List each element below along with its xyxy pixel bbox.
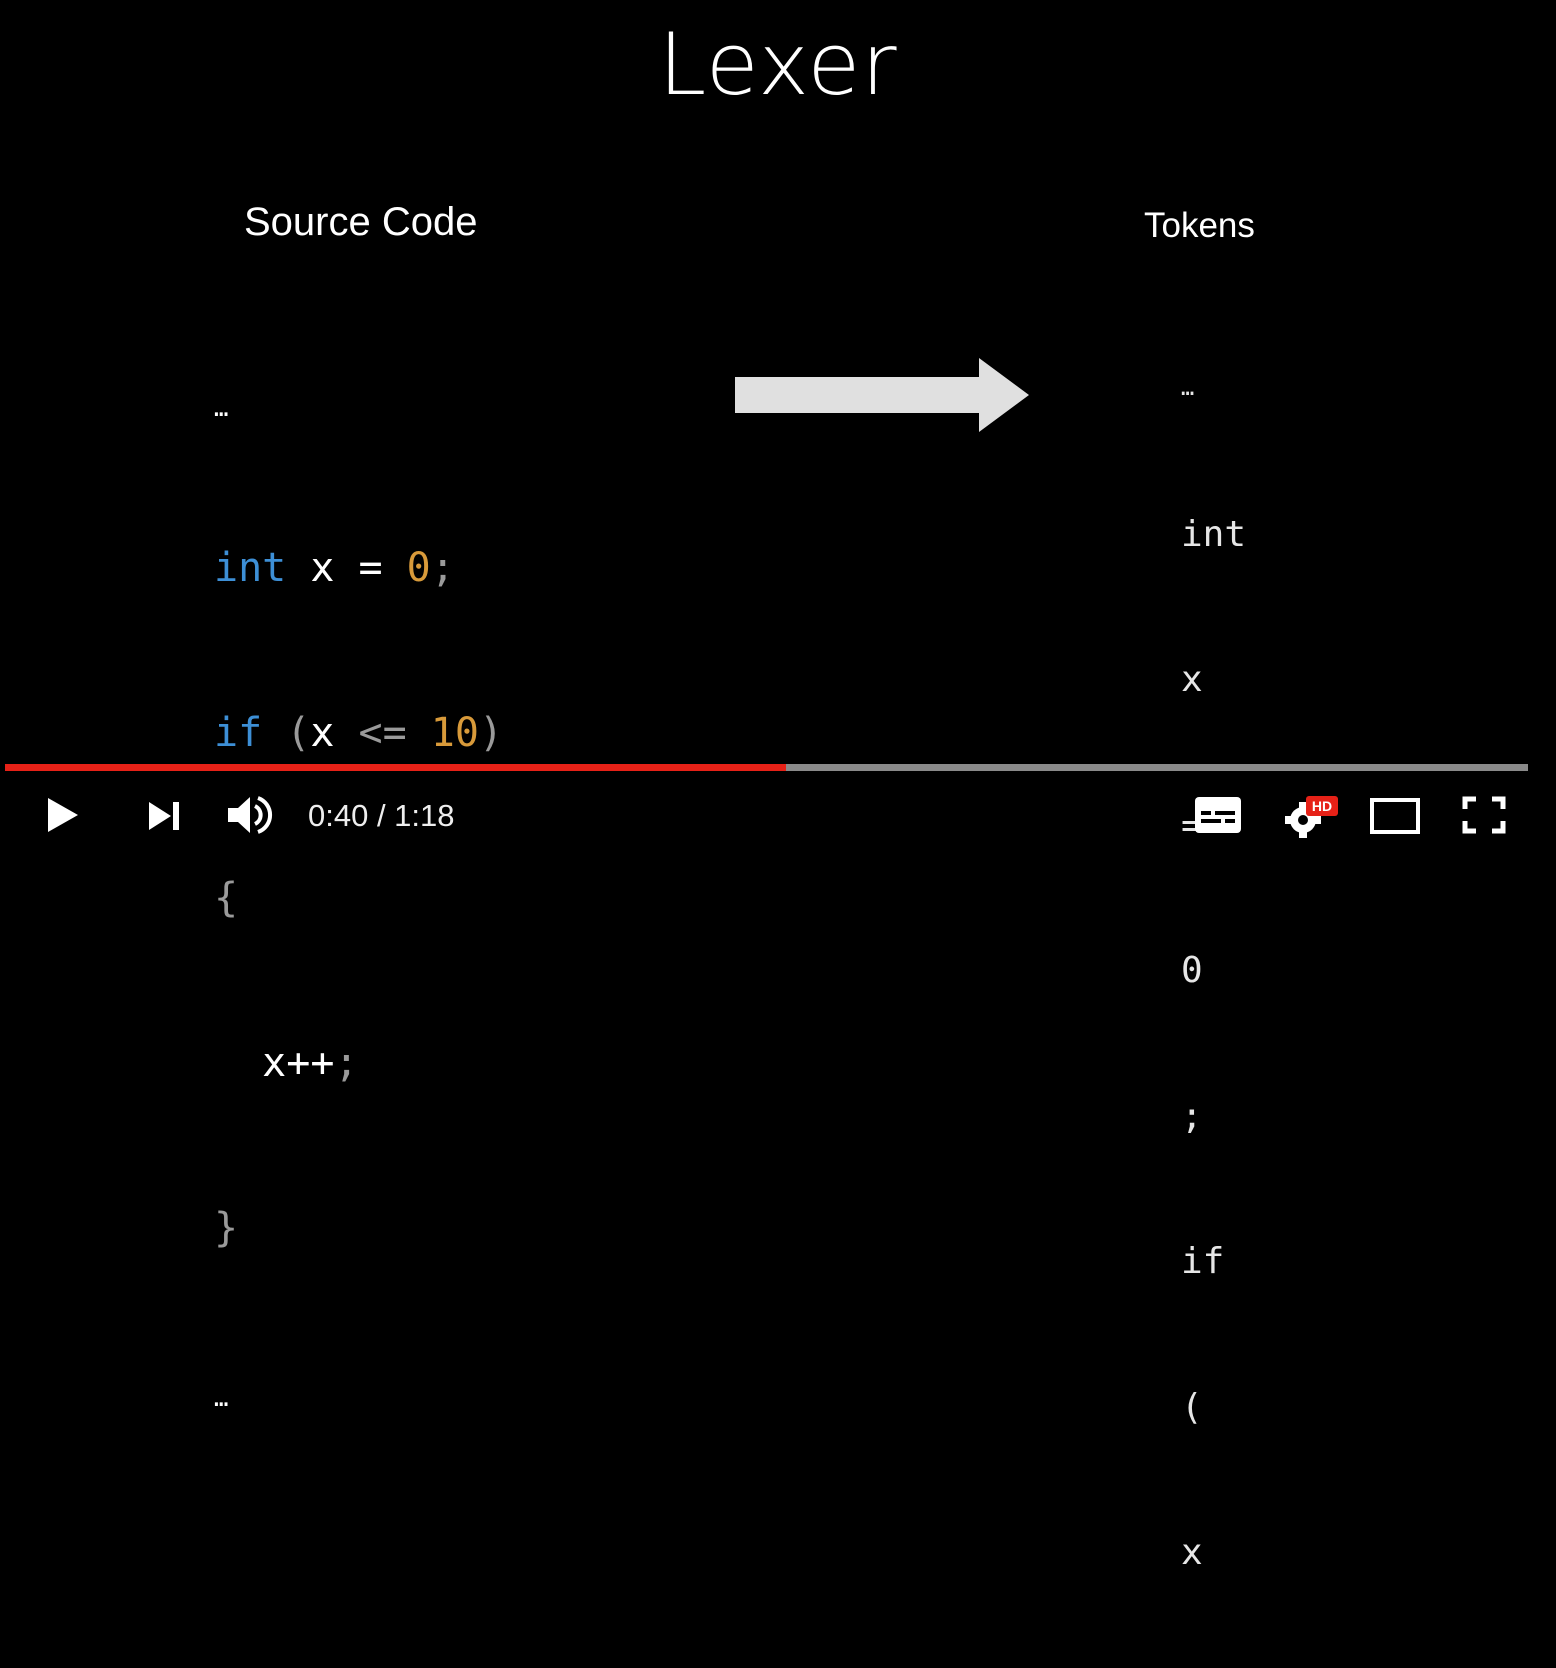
code-ellipsis: …	[214, 394, 229, 422]
right-arrow-icon	[735, 358, 1029, 432]
code-indent	[214, 1040, 262, 1086]
token-item: int	[1181, 513, 1247, 555]
code-brace: }	[214, 1205, 239, 1251]
progress-played	[5, 764, 787, 771]
next-icon[interactable]	[147, 800, 181, 832]
code-line: x++;	[214, 1036, 503, 1091]
tokens-heading: Tokens	[1144, 206, 1255, 245]
code-line: int x = 0;	[214, 541, 503, 596]
code-punctuation: (	[262, 710, 311, 756]
code-text: x++	[262, 1040, 335, 1086]
code-keyword: if	[214, 710, 263, 756]
progress-bar[interactable]	[5, 764, 1528, 771]
player-controls: 0:40 / 1:18 HD	[0, 790, 1556, 838]
token-item: 0	[1181, 950, 1203, 991]
code-punctuation: )	[478, 710, 504, 756]
code-text: x =	[286, 545, 407, 591]
hd-badge: HD	[1306, 796, 1338, 816]
tokens-list: … int x = 0 ; if ( x	[1181, 268, 1268, 1668]
code-operator: <=	[334, 710, 431, 756]
time-display: 0:40 / 1:18	[308, 798, 455, 833]
token-item: ;	[1181, 1095, 1203, 1137]
video-frame[interactable]: Lexer Source Code Tokens … int x = 0; if…	[0, 0, 1556, 1573]
volume-icon[interactable]	[226, 794, 274, 836]
token-item: x	[1181, 1532, 1203, 1573]
code-number: 10	[430, 710, 479, 756]
code-line: }	[214, 1201, 503, 1256]
token-item: x	[1181, 659, 1203, 700]
code-brace: {	[214, 875, 239, 921]
code-punctuation: ;	[334, 1040, 359, 1086]
code-keyword: int	[214, 545, 287, 591]
play-icon[interactable]	[46, 796, 80, 834]
code-ellipsis: …	[214, 1384, 229, 1412]
source-code-block: … int x = 0; if (x <= 10) { x++; } …	[214, 266, 503, 1531]
token-item: …	[1181, 376, 1195, 401]
code-punctuation: ;	[430, 545, 455, 591]
token-item: (	[1181, 1386, 1203, 1428]
slide-title: Lexer	[658, 15, 898, 115]
theater-mode-icon[interactable]	[1370, 798, 1420, 834]
fullscreen-icon[interactable]	[1462, 796, 1506, 834]
code-line: if (x <= 10)	[214, 706, 503, 761]
code-line: {	[214, 871, 503, 926]
code-line: …	[214, 1366, 503, 1421]
code-line: …	[214, 376, 503, 431]
code-number: 0	[406, 545, 431, 591]
token-item: if	[1181, 1241, 1225, 1282]
subtitles-icon[interactable]	[1194, 796, 1242, 834]
code-text: x	[310, 710, 335, 756]
source-code-heading: Source Code	[244, 200, 478, 244]
